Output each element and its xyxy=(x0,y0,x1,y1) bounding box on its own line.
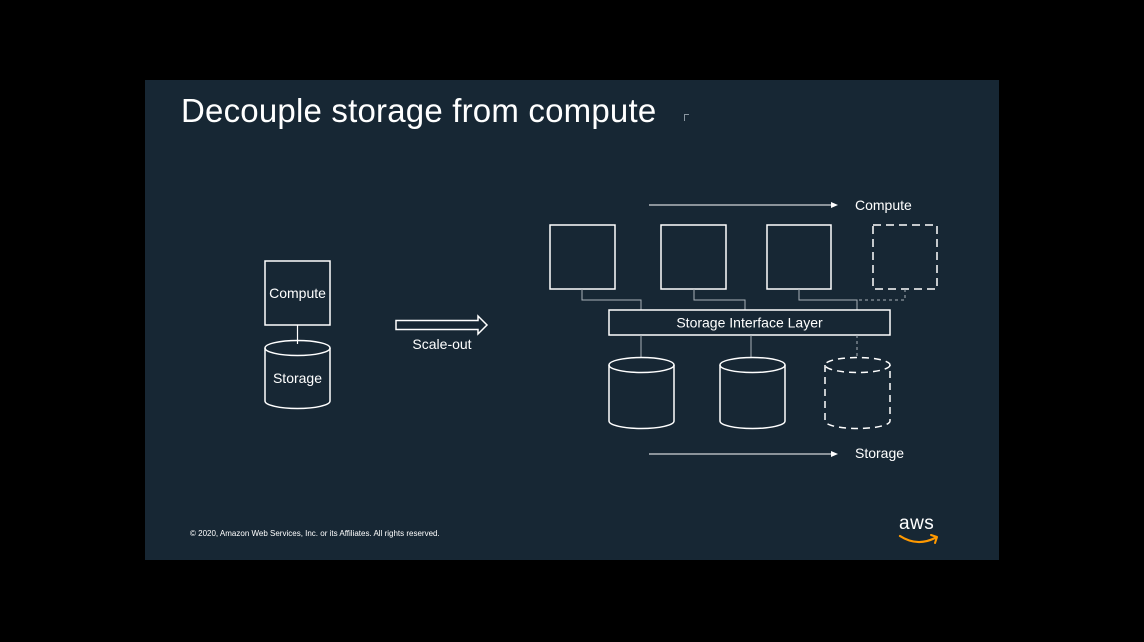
slide-title: Decouple storage from compute xyxy=(181,92,657,129)
architecture-diagram: Compute Storage Scale-out Compute xyxy=(264,197,938,461)
left-storage-label: Storage xyxy=(273,370,322,386)
aws-smile-icon xyxy=(898,534,938,544)
aws-logo-text: aws xyxy=(899,513,935,534)
aws-logo: aws xyxy=(895,512,945,550)
compute-node-scalable xyxy=(872,224,938,290)
compute-axis-label: Compute xyxy=(855,197,912,213)
storage-connectors xyxy=(640,335,858,357)
slide: Decouple storage from compute Compute St… xyxy=(145,80,999,560)
compute-node xyxy=(766,224,832,290)
compute-axis-arrow xyxy=(649,202,838,208)
left-storage-cylinder xyxy=(264,339,331,410)
storage-node xyxy=(719,356,786,430)
storage-interface-layer xyxy=(608,309,891,336)
storage-node-scalable xyxy=(824,356,891,430)
storage-interface-label: Storage Interface Layer xyxy=(676,315,823,331)
compute-node xyxy=(660,224,727,290)
compute-node xyxy=(549,224,616,290)
storage-node xyxy=(608,356,675,430)
storage-axis-arrow xyxy=(649,451,838,457)
compute-connectors xyxy=(581,289,906,310)
scale-out-label: Scale-out xyxy=(412,336,471,352)
left-compute-label: Compute xyxy=(269,285,326,301)
storage-axis-label: Storage xyxy=(855,445,904,461)
mouse-cursor-icon xyxy=(684,114,689,121)
scale-out-arrow-icon xyxy=(395,314,489,336)
copyright-notice: © 2020, Amazon Web Services, Inc. or its… xyxy=(190,529,440,538)
